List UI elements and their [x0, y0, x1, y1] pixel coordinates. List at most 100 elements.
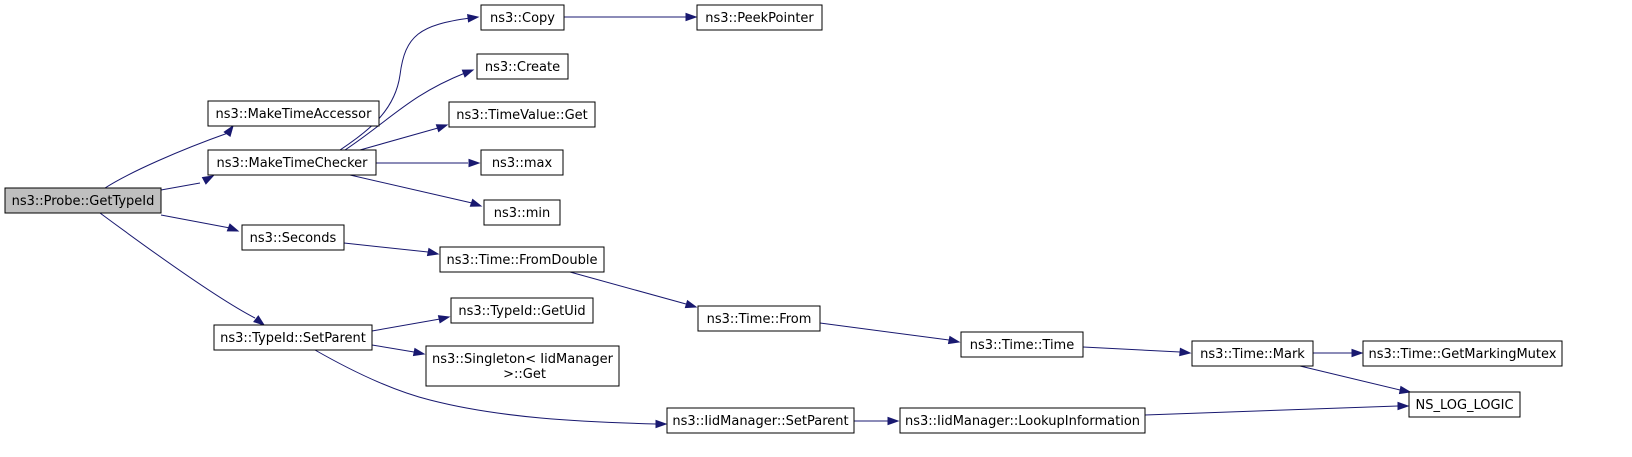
node-box[interactable] — [448, 101, 596, 128]
node-label: ns3::max — [492, 156, 553, 171]
edge-line — [160, 182, 201, 191]
edge-line — [343, 242, 429, 253]
node-lookupInformation[interactable]: ns3::IidManager::LookupInformation — [899, 407, 1146, 434]
edge-mark-to-getMarkingMutex — [1313, 348, 1364, 358]
edge-arrowhead — [684, 299, 698, 309]
node-timeValueGet[interactable]: ns3::TimeValue::Get — [448, 101, 596, 128]
node-getTypeId[interactable]: ns3::Probe::GetTypeId — [4, 187, 162, 214]
edge-line — [1299, 365, 1401, 391]
node-box[interactable] — [1408, 391, 1521, 418]
node-setParent[interactable]: ns3::TypeId::SetParent — [213, 324, 373, 351]
node-box[interactable] — [425, 345, 620, 387]
edge-arrowhead — [226, 223, 240, 232]
node-box[interactable] — [1191, 340, 1314, 367]
node-mark[interactable]: ns3::Time::Mark — [1191, 340, 1314, 367]
node-label: ns3::Probe::GetTypeId — [12, 194, 155, 209]
node-label: ns3::Time::Time — [970, 338, 1074, 353]
node-label: ns3::Time::From — [707, 312, 812, 327]
edge-arrowhead — [461, 69, 475, 78]
node-box[interactable] — [4, 187, 162, 214]
node-box[interactable] — [207, 149, 377, 176]
node-label: ns3::TimeValue::Get — [456, 108, 588, 123]
edge-copy-to-peekPointer — [564, 12, 698, 22]
node-box[interactable] — [480, 149, 564, 176]
node-label: ns3::Time::FromDouble — [447, 253, 598, 268]
edge-arrowhead — [1179, 347, 1192, 357]
node-box[interactable] — [207, 100, 380, 127]
edge-arrowhead — [412, 347, 426, 357]
node-makeTimeAccessor[interactable]: ns3::MakeTimeAccessor — [207, 100, 380, 127]
edge-line — [99, 212, 256, 319]
node-min[interactable]: ns3::min — [483, 199, 561, 226]
node-box[interactable] — [960, 331, 1084, 358]
node-box[interactable] — [439, 246, 605, 273]
edge-getTypeId-to-seconds — [160, 214, 240, 232]
node-time[interactable]: ns3::Time::Time — [960, 331, 1084, 358]
edge-arrowhead — [223, 124, 234, 138]
node-box[interactable] — [666, 407, 855, 434]
edge-setParent-to-iidSetParent — [314, 349, 668, 429]
node-nsLogLogic[interactable]: NS_LOG_LOGIC — [1408, 391, 1521, 418]
node-getMarkingMutex[interactable]: ns3::Time::GetMarkingMutex — [1362, 340, 1563, 367]
node-label: NS_LOG_LOGIC — [1415, 398, 1513, 413]
node-box[interactable] — [697, 305, 821, 332]
edge-line — [339, 17, 471, 151]
node-label: ns3::TypeId::SetParent — [220, 331, 366, 346]
node-peekPointer[interactable]: ns3::PeekPointer — [696, 4, 823, 31]
edge-arrowhead — [201, 175, 215, 185]
node-label: ns3::MakeTimeChecker — [217, 156, 369, 171]
edge-arrowhead — [469, 198, 483, 207]
edge-line — [371, 318, 441, 332]
edge-arrowhead — [1397, 401, 1410, 411]
edge-arrowhead — [468, 158, 481, 168]
node-singletonGet[interactable]: ns3::Singleton< IidManager >::Get — [425, 345, 620, 387]
node-max[interactable]: ns3::max — [480, 149, 564, 176]
node-box[interactable] — [213, 324, 373, 351]
edge-line — [371, 344, 415, 353]
node-from[interactable]: ns3::Time::From — [697, 305, 821, 332]
edge-arrowhead — [435, 124, 449, 133]
node-label: ns3::Time::Mark — [1200, 347, 1305, 362]
node-getUid[interactable]: ns3::TypeId::GetUid — [450, 297, 594, 324]
node-makeTimeChecker[interactable]: ns3::MakeTimeChecker — [207, 149, 377, 176]
edge-seconds-to-fromDouble — [343, 242, 440, 257]
node-box[interactable] — [450, 297, 594, 324]
edge-time-to-mark — [1082, 346, 1192, 357]
edge-mark-to-nsLogLogic — [1299, 365, 1412, 395]
node-box[interactable] — [899, 407, 1146, 434]
edge-line — [314, 349, 657, 425]
edge-arrowhead — [467, 14, 480, 23]
edge-makeTimeChecker-to-max — [376, 158, 481, 168]
edge-from-to-time — [819, 322, 961, 345]
node-label: ns3::IidManager::SetParent — [672, 414, 848, 429]
edge-arrowhead — [1351, 348, 1364, 358]
node-create[interactable]: ns3::Create — [476, 53, 569, 80]
node-box[interactable] — [483, 199, 561, 226]
node-box[interactable] — [476, 53, 569, 80]
edge-makeTimeChecker-to-timeValueGet — [359, 124, 449, 151]
edge-arrowhead — [947, 335, 961, 345]
node-label: ns3::MakeTimeAccessor — [216, 107, 373, 122]
node-label: ns3::min — [494, 206, 551, 221]
edge-line — [344, 72, 466, 151]
edge-getTypeId-to-setParent — [99, 212, 266, 326]
edge-makeTimeChecker-to-min — [349, 174, 483, 207]
node-box[interactable] — [480, 4, 565, 31]
node-fromDouble[interactable]: ns3::Time::FromDouble — [439, 246, 605, 273]
edge-line — [819, 322, 950, 341]
node-box[interactable] — [1362, 340, 1563, 367]
node-label: ns3::Create — [485, 60, 560, 75]
node-box[interactable] — [696, 4, 823, 31]
node-label: ns3::Seconds — [250, 231, 337, 246]
edge-line — [1082, 346, 1181, 353]
node-label: ns3::PeekPointer — [705, 11, 814, 26]
node-seconds[interactable]: ns3::Seconds — [241, 224, 345, 251]
node-box[interactable] — [241, 224, 345, 251]
node-iidSetParent[interactable]: ns3::IidManager::SetParent — [666, 407, 855, 434]
node-copy[interactable]: ns3::Copy — [480, 4, 565, 31]
node-label: ns3::Singleton< IidManager — [432, 352, 614, 367]
edge-line — [349, 174, 473, 204]
edge-line — [104, 132, 229, 189]
edge-makeTimeChecker-to-copy — [339, 14, 480, 151]
